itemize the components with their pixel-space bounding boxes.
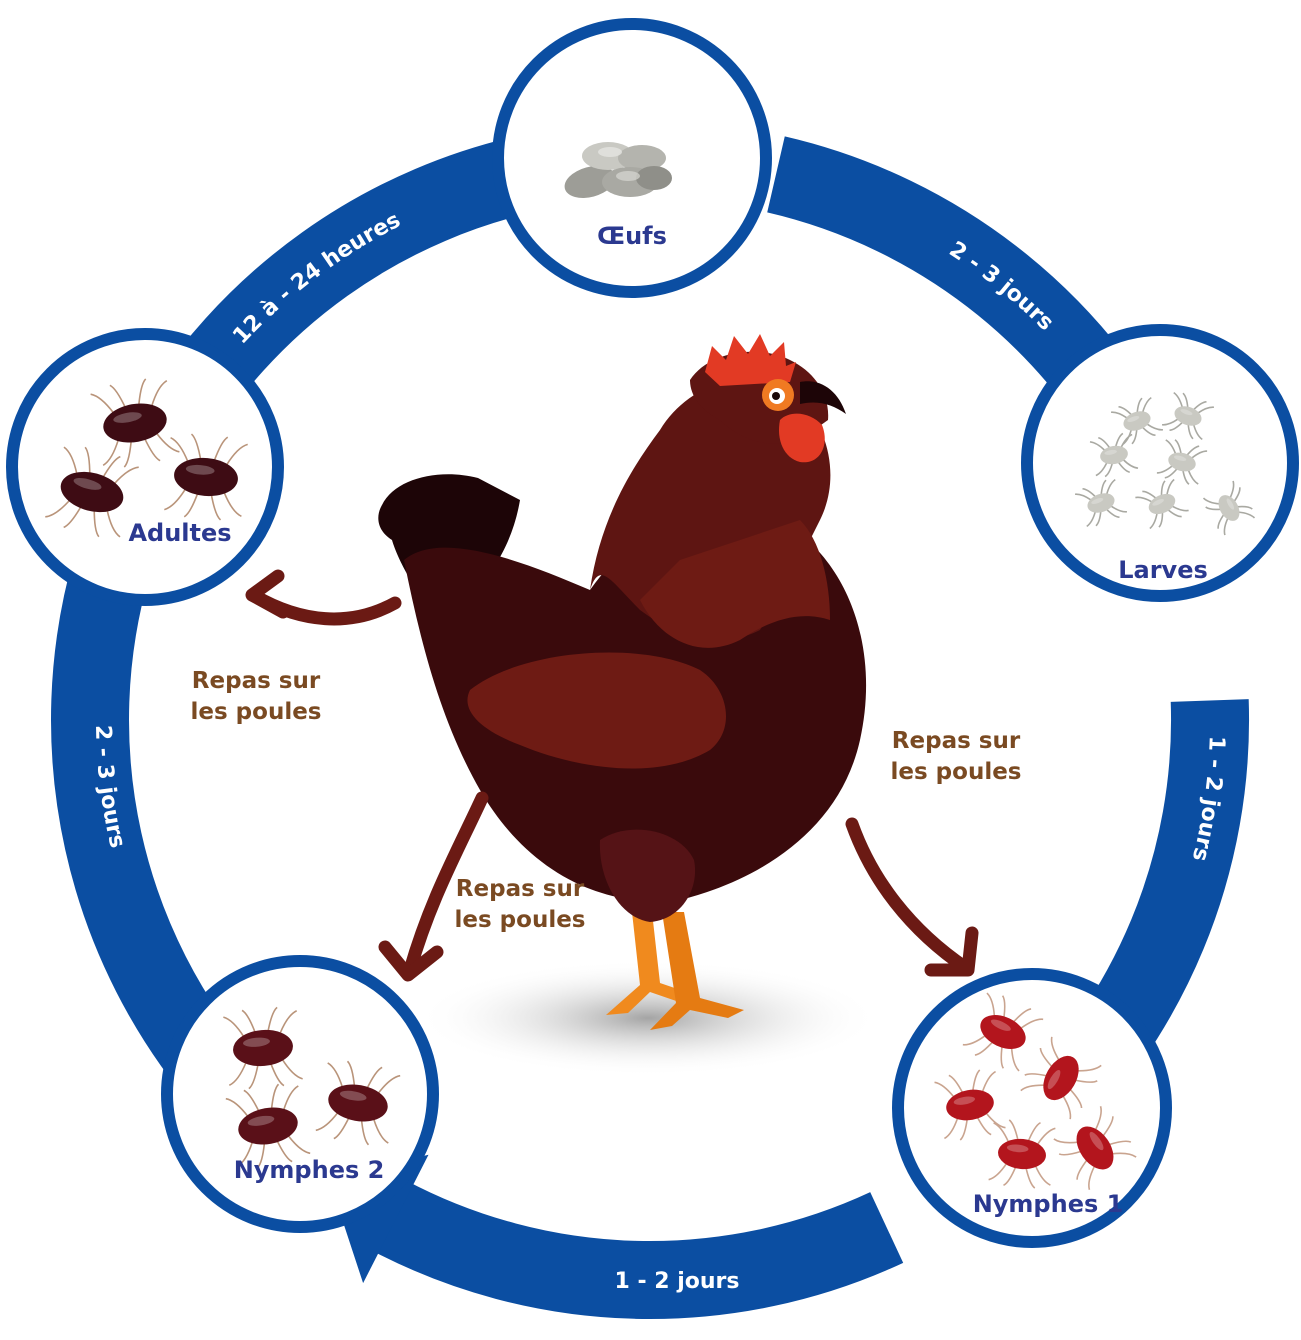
mite [1202,480,1256,536]
stage-nymph1: Nymphes 1 [892,968,1172,1248]
mite [1135,478,1189,530]
meal-label-adults: Repas sur les poules [191,668,322,725]
stage-label-larvae: Larves [1118,556,1208,584]
svg-text:les poules: les poules [455,907,586,933]
mite [45,446,139,538]
arc-nymph1-to-nymph2 [368,1179,904,1319]
eggs-icon [564,142,672,198]
mite [1053,1106,1137,1190]
duration-nymph1-to-nymph2: 1 - 2 jours [615,1269,740,1294]
mite [1156,439,1208,485]
stage-nymph2: Nymphes 2 [161,955,439,1233]
svg-text:Repas sur: Repas sur [892,728,1021,754]
stage-adults: Adultes [6,328,284,606]
meal-arrow-nymph1 [845,817,979,977]
svg-text:les poules: les poules [191,699,322,725]
mite [1161,391,1215,441]
stage-larvae: Larves [1021,324,1299,602]
stage-eggs: Œufs [492,18,772,298]
mite [1089,432,1139,478]
mite [1020,1036,1102,1120]
svg-text:les poules: les poules [891,759,1022,785]
stage-label-nymph1: Nymphes 1 [973,1190,1124,1218]
hen-icon [378,334,880,1076]
mite [225,1083,311,1169]
svg-text:Repas sur: Repas sur [192,668,321,694]
nymph2-mite-icon [223,1006,401,1169]
mite [164,433,248,521]
arc-nymph2-to-adults [51,554,257,1113]
mite [223,1006,303,1090]
mite [315,1060,401,1146]
meal-arrows [245,569,979,982]
stage-label-nymph2: Nymphes 2 [234,1156,385,1184]
svg-text:Repas sur: Repas sur [456,876,585,902]
meal-label-nymph1: Repas sur les poules [891,728,1022,785]
larva-mite-icon [1074,391,1256,536]
mite [962,992,1044,1072]
meal-arrow-adults [245,569,402,626]
adult-mite-icon [45,378,248,538]
stage-label-adults: Adultes [128,519,231,547]
mite [988,1119,1056,1189]
mite [90,378,180,468]
mite [1110,396,1164,446]
mite [1074,478,1128,528]
meal-label-nymph2: Repas sur les poules [455,876,586,933]
mite [934,1069,1006,1141]
nymph1-mite-icon [934,992,1137,1190]
meal-arrow-nymph2 [378,791,489,982]
stage-label-eggs: Œufs [597,222,667,250]
